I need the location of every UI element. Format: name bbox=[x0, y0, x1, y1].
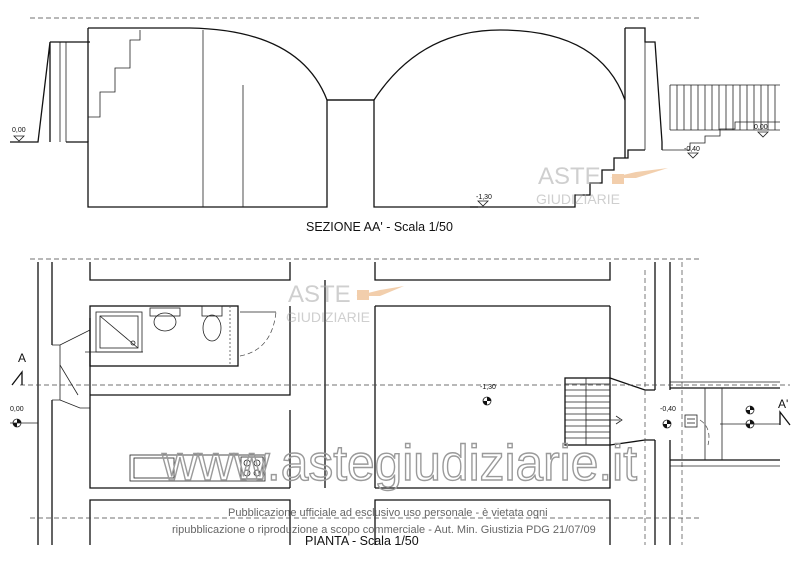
watermark-logo-top: ASTE GIUDIZIARIE bbox=[536, 163, 668, 207]
plan-view: A A' 0,00 -1,30 -0,40 PIANTA - Scala 1/5… bbox=[10, 258, 791, 548]
gavel-head-icon bbox=[612, 174, 624, 184]
kitchen-counter bbox=[129, 454, 266, 482]
plan-level-center: -1,30 bbox=[480, 384, 496, 391]
gavel-head-icon bbox=[357, 290, 369, 300]
shower-tray-inner bbox=[99, 315, 139, 349]
plan-left-splay-bottom bbox=[59, 399, 90, 409]
cut-right-marker bbox=[779, 410, 791, 426]
watermark-brand-top: ASTE bbox=[288, 281, 351, 308]
watermark-site-url: www.astegiudiziarie.it bbox=[161, 435, 637, 491]
cut-left-marker bbox=[11, 370, 23, 386]
section-level-floor: -1,30 bbox=[476, 194, 492, 201]
plan-bottom-wall-left bbox=[89, 499, 291, 545]
section-level-step: -0,40 bbox=[684, 146, 700, 153]
kitchen-hob bbox=[240, 456, 264, 480]
gavel-icon bbox=[610, 168, 668, 178]
toilet-bowl bbox=[202, 314, 222, 342]
plan-level-right: -0,40 bbox=[660, 406, 676, 413]
watermark-brand-bottom: GIUDIZIARIE bbox=[536, 191, 620, 207]
sink-back bbox=[149, 307, 181, 317]
plan-right-splay-top bbox=[609, 377, 655, 391]
section-vault-right bbox=[373, 29, 626, 101]
plan-right-room-bottom bbox=[375, 445, 611, 489]
section-vault-left bbox=[189, 27, 328, 101]
shower-tray bbox=[95, 311, 143, 353]
section-level-floor-marker bbox=[477, 200, 489, 207]
plan-level-left: 0,00 bbox=[10, 406, 24, 413]
plan-left-door bbox=[52, 344, 61, 401]
watermark-notice-line1: Pubblicazione ufficiale ad esclusivo uso… bbox=[228, 507, 548, 519]
hob-burner bbox=[253, 469, 261, 477]
plan-kitchen bbox=[129, 454, 266, 482]
plan-top-wall-right bbox=[374, 262, 611, 281]
plan-left-door-leaf bbox=[59, 364, 79, 396]
watermark-notice-line2: ripubblicazione o riproduzione a scopo c… bbox=[172, 524, 596, 536]
bathroom-outline bbox=[89, 305, 239, 367]
section-exterior-steps bbox=[662, 121, 780, 151]
section-outer-stair bbox=[470, 149, 645, 208]
bathroom-door-swing bbox=[239, 311, 277, 357]
plan-left-splay-top bbox=[59, 318, 91, 346]
plan-level-right-marker-fill bbox=[663, 420, 671, 428]
hob-burner bbox=[243, 469, 251, 477]
section-level-left: 0,00 bbox=[12, 127, 26, 134]
plan-right-door-swing bbox=[699, 419, 710, 446]
shower-drain bbox=[130, 340, 136, 346]
sink-bowl bbox=[153, 312, 177, 332]
watermark-brand-top: ASTE bbox=[538, 163, 601, 190]
section-level-right-marker bbox=[757, 131, 769, 138]
hob-burner bbox=[243, 459, 251, 467]
plan-bottom-wall-right bbox=[374, 499, 611, 545]
section-railing bbox=[669, 84, 780, 130]
plan-room-left-outline bbox=[89, 318, 290, 489]
plan-corridor-upper bbox=[90, 306, 291, 396]
section-level-left-marker bbox=[13, 135, 25, 142]
section-title: SEZIONE AA' - Scala 1/50 bbox=[306, 220, 453, 234]
plan-top-wall-left bbox=[89, 262, 291, 281]
section-left-retaining-wall bbox=[10, 41, 51, 143]
cut-label-left: A bbox=[18, 351, 26, 365]
plan-title: PIANTA - Scala 1/50 bbox=[305, 534, 419, 548]
stair-arrow-head bbox=[615, 415, 623, 425]
kitchen-sink bbox=[133, 457, 175, 479]
plan-level-center-marker-fill bbox=[483, 397, 491, 405]
stair-outline bbox=[564, 377, 611, 446]
watermark-brand-bottom: GIUDIZIARIE bbox=[286, 309, 370, 325]
hob-burner bbox=[253, 459, 261, 467]
plan-grate bbox=[684, 414, 698, 428]
toilet-tank bbox=[201, 305, 223, 317]
section-right-exterior-wall bbox=[625, 27, 663, 150]
cut-label-right: A' bbox=[778, 397, 788, 411]
section-level-right: 0,00 bbox=[754, 124, 768, 131]
section-floor-line bbox=[66, 99, 478, 208]
shower-diagonal bbox=[99, 315, 139, 349]
watermark-logo-mid: ASTE GIUDIZIARIE bbox=[286, 281, 404, 325]
section-level-step-marker bbox=[687, 152, 699, 159]
plan-stair bbox=[564, 377, 623, 446]
plan-bathroom bbox=[85, 305, 277, 367]
section-inner-stair bbox=[88, 30, 141, 118]
section-view: 0,00 0,00 -0,40 -1,30 SEZIONE AA' - Scal… bbox=[10, 17, 780, 234]
